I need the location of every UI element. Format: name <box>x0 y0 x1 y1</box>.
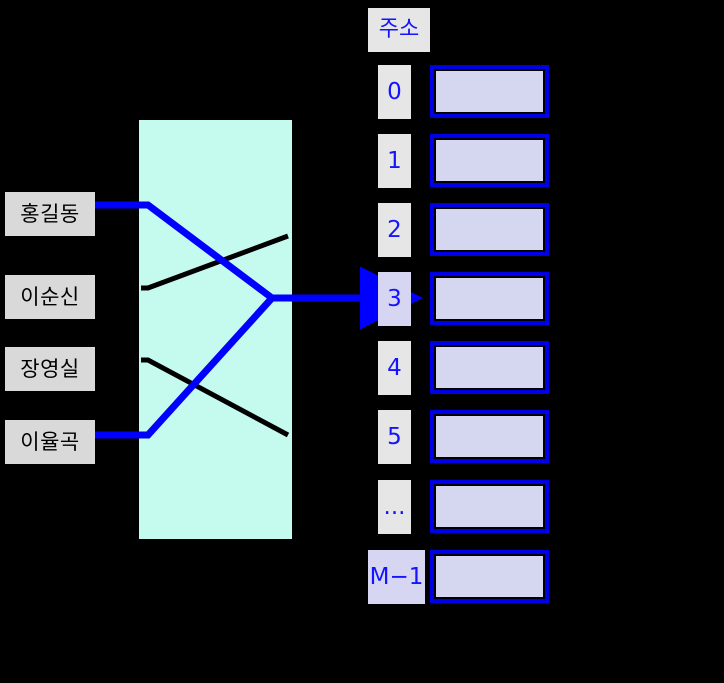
index-label-0[interactable]: 0 <box>378 65 411 119</box>
index-label-2-text: 2 <box>387 216 402 243</box>
hash-function-box <box>139 120 292 539</box>
address-column-header-text: 주소 <box>378 17 420 42</box>
index-label-5[interactable]: 5 <box>378 410 411 464</box>
wire-blue-from-key-3 <box>95 295 275 439</box>
bucket-slot-4-inner <box>435 346 544 389</box>
index-label-last[interactable]: M−1 <box>368 550 425 604</box>
key-label-3-text: 이율곡 <box>20 429 80 454</box>
index-label-0-text: 0 <box>387 78 402 105</box>
bucket-slot-2[interactable] <box>430 203 549 256</box>
bucket-slot-5[interactable] <box>430 410 549 463</box>
index-label-1-text: 1 <box>387 147 402 174</box>
bucket-slot-3[interactable] <box>430 272 549 325</box>
bucket-slot-4[interactable] <box>430 341 549 394</box>
key-label-2[interactable]: 장영실 <box>5 347 95 391</box>
wire-blue-from-key-0 <box>95 201 275 301</box>
index-label-5-text: 5 <box>387 423 402 450</box>
index-label-1[interactable]: 1 <box>378 134 411 188</box>
bucket-slot-ellipsis[interactable] <box>430 480 549 533</box>
key-label-2-text: 장영실 <box>20 356 80 381</box>
bucket-slot-2-inner <box>435 208 544 251</box>
bucket-slot-ellipsis-inner <box>435 485 544 528</box>
key-label-3[interactable]: 이율곡 <box>5 420 95 464</box>
index-label-3-text: 3 <box>387 285 402 312</box>
bucket-slot-1-inner <box>435 139 544 182</box>
index-label-4[interactable]: 4 <box>378 341 411 395</box>
key-label-0-text: 홍길동 <box>20 201 80 226</box>
index-label-4-text: 4 <box>387 354 402 381</box>
index-label-ellipsis[interactable]: ... <box>378 480 411 534</box>
index-label-last-text: M−1 <box>369 563 424 590</box>
index-label-2[interactable]: 2 <box>378 203 411 257</box>
key-label-1[interactable]: 이순신 <box>5 275 95 319</box>
bucket-slot-1[interactable] <box>430 134 549 187</box>
index-label-ellipsis-text: ... <box>383 493 406 520</box>
bucket-slot-0-inner <box>435 70 544 113</box>
bucket-slot-0[interactable] <box>430 65 549 118</box>
wire-black-upper <box>141 233 289 291</box>
index-label-3[interactable]: 3 <box>378 272 411 326</box>
bucket-slot-3-inner <box>435 277 544 320</box>
bucket-slot-last[interactable] <box>430 550 549 603</box>
wire-black-lower <box>141 357 290 438</box>
bucket-slot-5-inner <box>435 415 544 458</box>
bucket-slot-last-inner <box>435 555 544 598</box>
key-label-0[interactable]: 홍길동 <box>5 192 95 236</box>
key-label-1-text: 이순신 <box>20 284 80 309</box>
address-column-header: 주소 <box>368 8 430 52</box>
